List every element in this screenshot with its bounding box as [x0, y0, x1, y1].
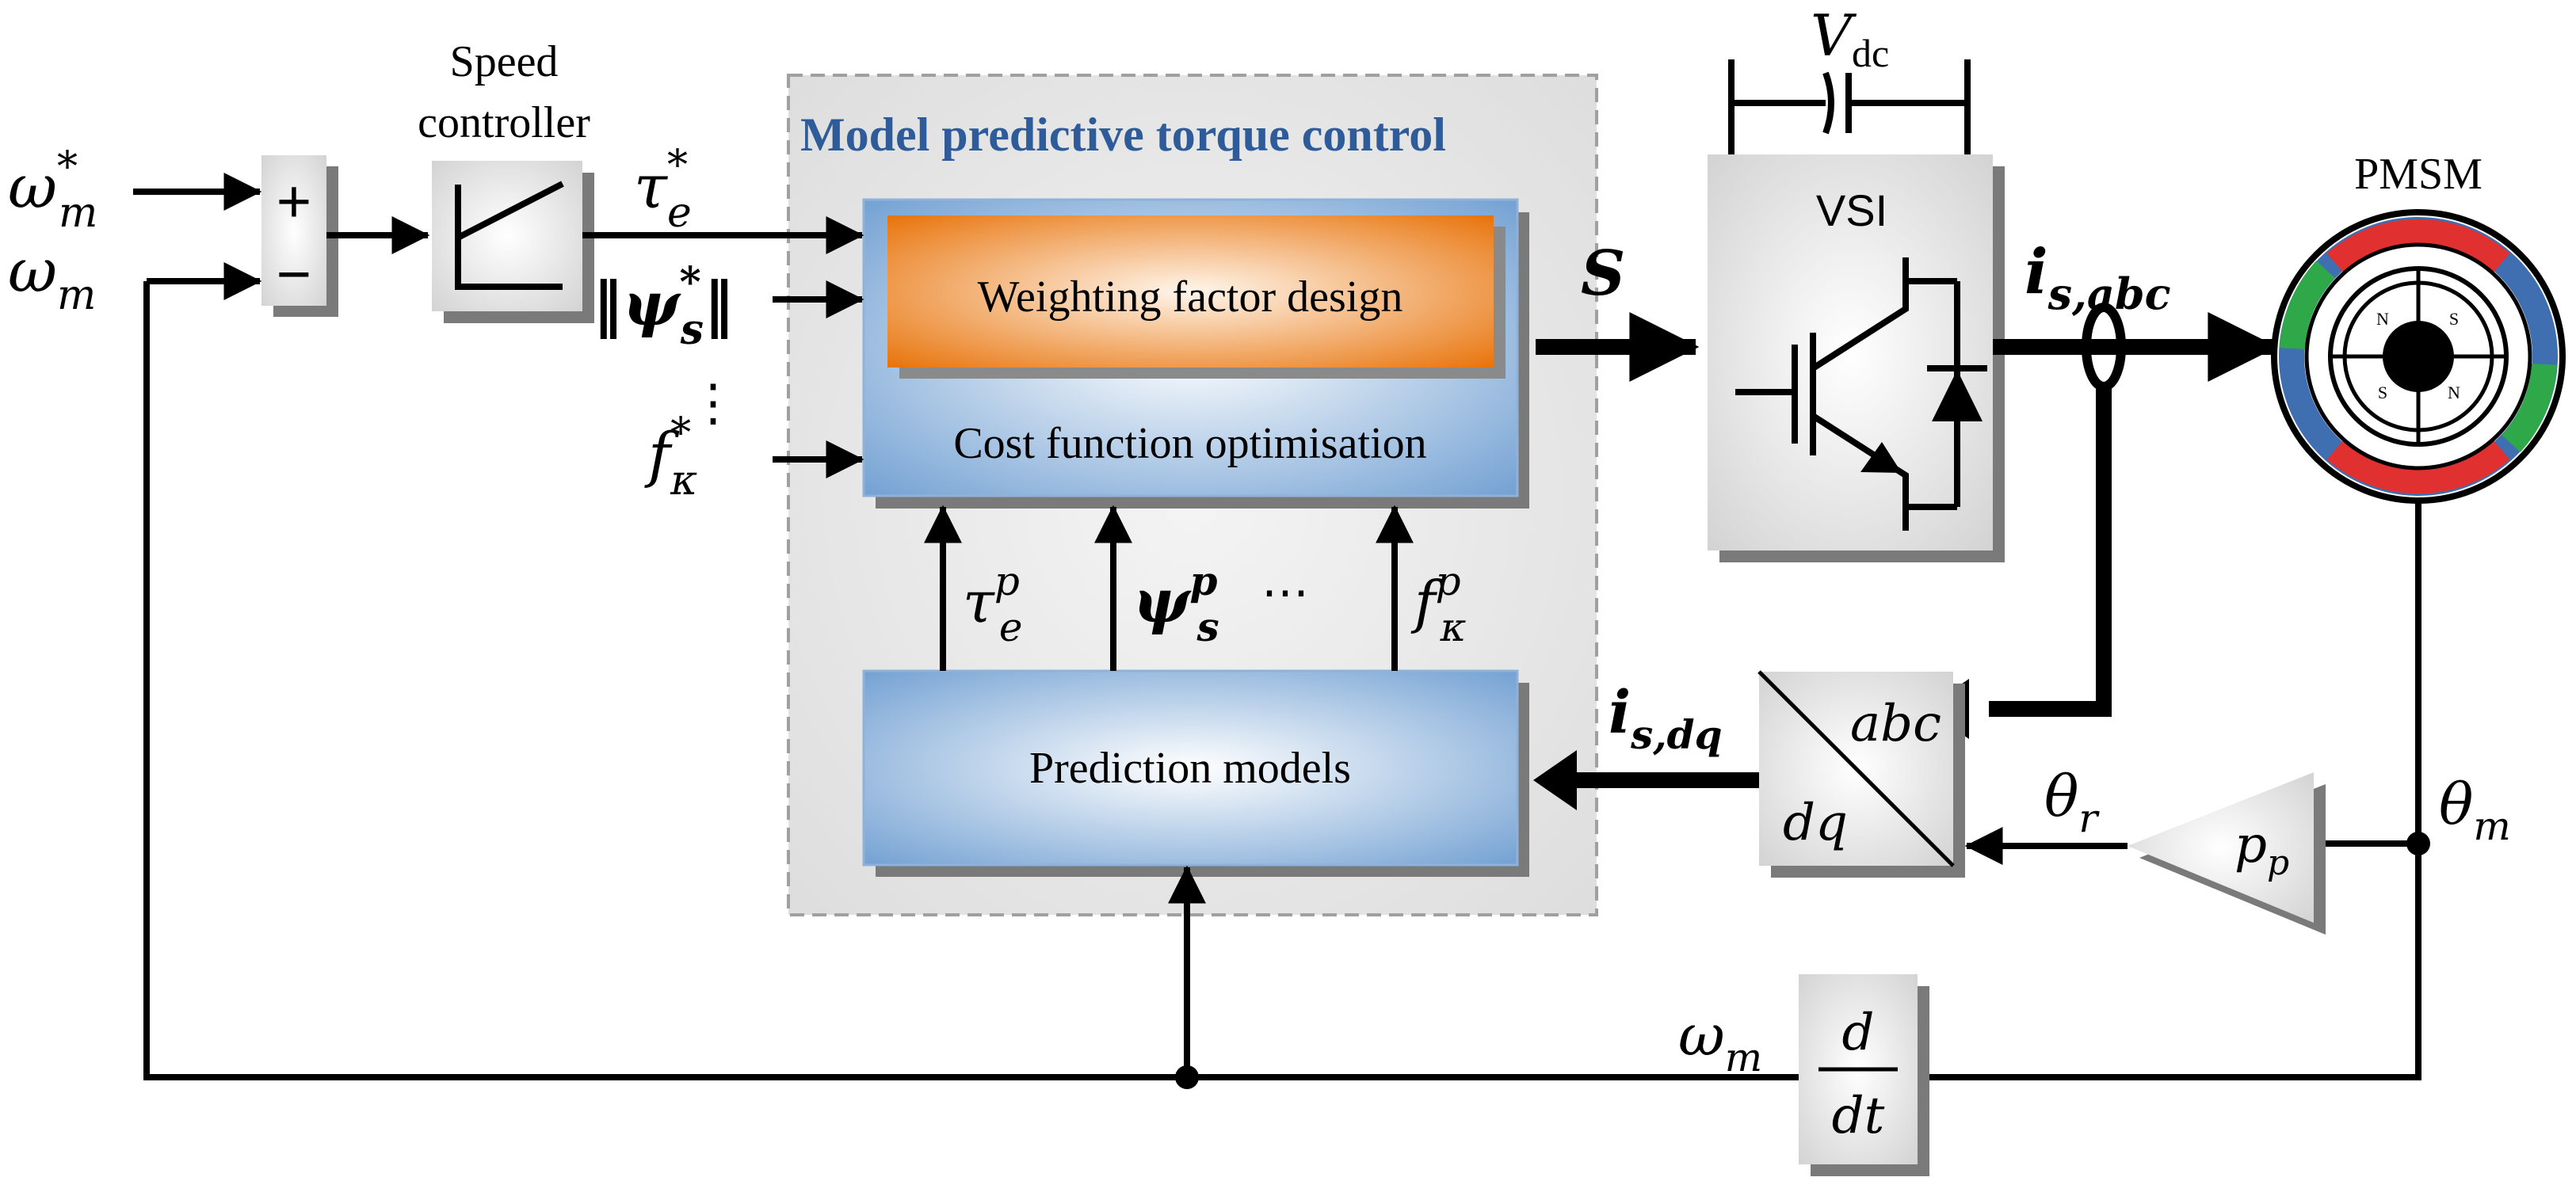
speed-controller: Speed controller	[418, 37, 594, 323]
abc-dq-transform: abc dq	[1757, 670, 1965, 878]
refs-vdots: ⋮	[688, 375, 738, 431]
pole-pairs-label: pp	[2234, 816, 2289, 883]
prediction-models-label: Prediction models	[1029, 744, 1351, 793]
pmsm-label: PMSM	[2354, 150, 2483, 199]
weighting-factor-label: Weighting factor design	[978, 272, 1403, 322]
omega-fb-label: ωm	[1678, 1002, 1762, 1080]
summing-junction: + −	[261, 155, 338, 317]
derivative-denominator: dt	[1832, 1087, 1885, 1145]
omega-label: ωm	[8, 235, 96, 319]
minus-sign: −	[277, 241, 311, 308]
abc-label: abc	[1850, 695, 1941, 753]
pole-pairs-gain: pp	[2128, 772, 2326, 935]
predicted-dots: ⋯	[1261, 566, 1309, 619]
dq-label: dq	[1783, 794, 1848, 852]
pmsm-motor: PMSM N S S N	[2271, 150, 2566, 504]
pole-4: N	[2448, 383, 2460, 402]
speed-controller-label-2: controller	[418, 98, 590, 147]
weighting-factor-block	[887, 215, 1494, 368]
position-feedback-wire	[1929, 501, 2421, 1080]
speed-inputs: ω*m ωm	[8, 143, 262, 319]
rotor-shaft-icon	[2383, 321, 2454, 392]
theta-r-label: θr	[2044, 763, 2100, 841]
prediction-models-block: Prediction models	[862, 669, 1529, 877]
f-ref-label: f*κ	[644, 410, 697, 505]
speed-feedback-wire	[143, 281, 1799, 1080]
vsi-label: VSI	[1816, 185, 1887, 235]
derivative-block: d dt	[1799, 974, 1929, 1176]
optimisation-block: Weighting factor design Cost function op…	[862, 198, 1529, 509]
igbt-diode-icon	[1735, 257, 1987, 531]
current-dq-label: is,dq	[1609, 679, 1723, 758]
switching-label: S	[1581, 238, 1625, 310]
reference-signals: τ*e ‖ψ*s‖ ⋮ f*κ	[582, 142, 864, 505]
plus-sign: +	[277, 168, 311, 235]
current-abc-label: is,abc	[2025, 236, 2170, 319]
pole-1: N	[2376, 309, 2389, 329]
igbt-emitter-arrow	[1860, 442, 1902, 473]
speed-controller-label-1: Speed	[450, 37, 559, 86]
pi-ramp-icon	[456, 181, 564, 241]
psi-ref-label: ‖ψ*s‖	[593, 258, 734, 354]
tau-ref-label: τ*e	[634, 142, 692, 237]
vsi-block: VSI	[1708, 154, 2005, 562]
theta-m-label: θm	[2439, 771, 2511, 849]
mptc-title: Model predictive torque control	[800, 109, 1446, 161]
vdc-label: Vdc	[1811, 2, 1889, 75]
dc-link: Vdc	[1728, 2, 1971, 154]
omega-ref-label: ω*m	[8, 143, 97, 237]
pi-axes-icon	[455, 185, 563, 290]
pole-2: S	[2449, 309, 2459, 329]
derivative-numerator: d	[1842, 1004, 1875, 1062]
cost-function-label: Cost function optimisation	[953, 419, 1426, 468]
pole-3: S	[2378, 383, 2387, 402]
diode-icon	[1932, 370, 1983, 421]
current-feedback-bus	[1989, 387, 2112, 717]
